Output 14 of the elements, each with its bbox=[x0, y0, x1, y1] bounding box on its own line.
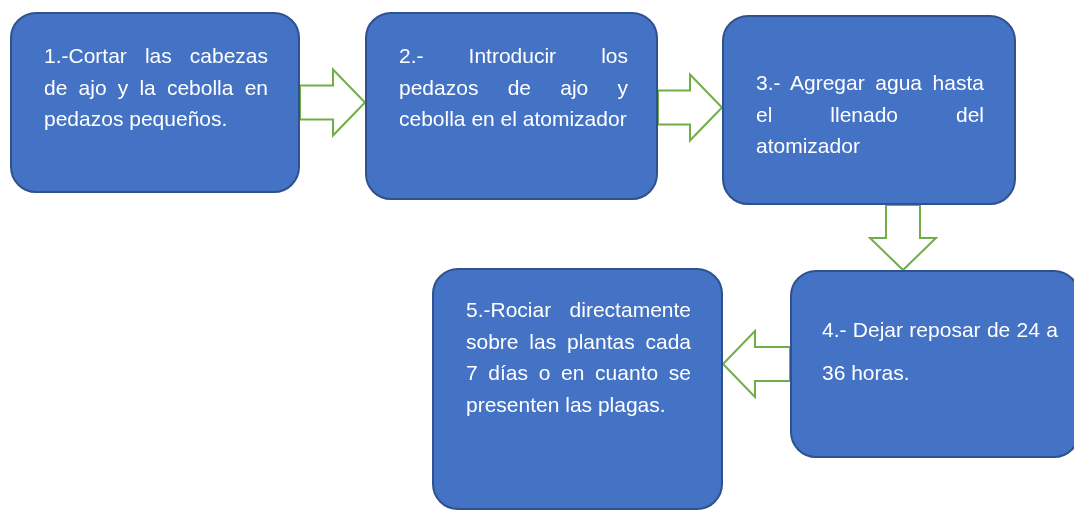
step-text: 4.- Dejar reposar de 24 a 36 horas. bbox=[822, 317, 1058, 386]
block-arrow bbox=[721, 328, 791, 400]
block-arrow bbox=[867, 204, 939, 272]
process-box bbox=[432, 268, 723, 510]
process-box bbox=[10, 12, 300, 193]
block-arrow bbox=[657, 72, 724, 143]
block-arrow bbox=[299, 67, 367, 138]
process-box bbox=[722, 15, 1016, 205]
step-text: 2.- Introducir los pedazos de ajo y cebolla en el atomizador bbox=[399, 43, 628, 132]
step-text: 1.-Cortar las cabezas de ajo y la cebolla en pedazos pequeños. bbox=[44, 43, 268, 132]
step-text: 5.-Rociar directamente sobre las plantas cada 7 días o en cuanto se presenten las plagas. bbox=[466, 297, 691, 418]
process-box bbox=[790, 270, 1074, 458]
process-box bbox=[365, 12, 658, 200]
step-text: 3.- Agregar agua hasta el llenado del atomizador bbox=[756, 70, 984, 159]
